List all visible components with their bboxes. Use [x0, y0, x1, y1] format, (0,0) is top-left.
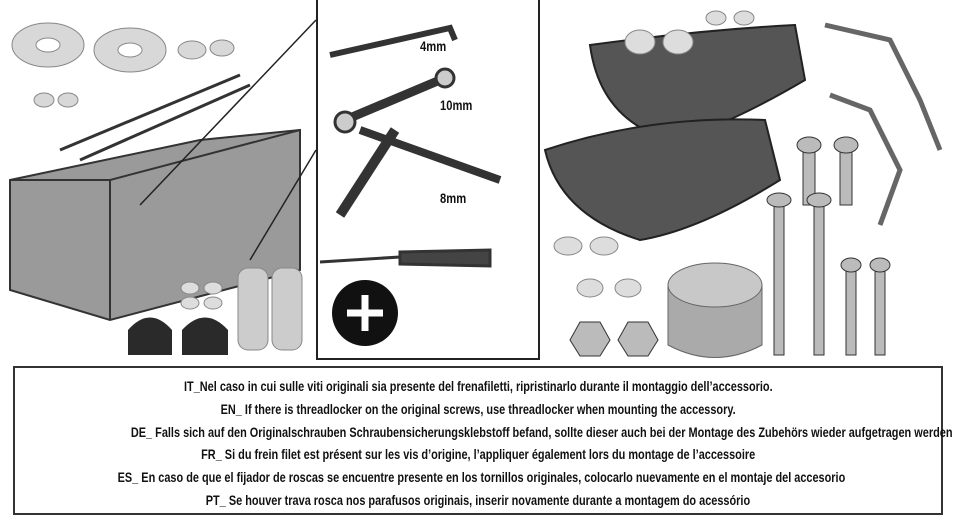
note-de: DE_ Falls sich auf den Originalschrauben…: [130, 423, 953, 440]
wrench-size-label: 10mm: [440, 97, 473, 113]
threadlocker-notes: IT_Nel caso in cui sulle viti originali …: [13, 366, 952, 515]
cap-nuts: [128, 317, 228, 355]
rubber-spacer: [667, 262, 763, 358]
note-fr: FR_ Si du frein filet est présent sur le…: [200, 446, 756, 463]
note-pt: PT_ Se houver trava rosca nos parafusos …: [205, 491, 751, 508]
bolts: [766, 136, 891, 356]
washers-large: [11, 22, 235, 108]
tools-inset: [316, 0, 540, 360]
phillips-icon: [332, 280, 398, 346]
socket-wrench-size-label: 8mm: [440, 190, 467, 206]
hex-key-size-label: 4mm: [420, 38, 447, 54]
mounting-brackets: [824, 22, 943, 226]
small-washers: [180, 281, 223, 310]
parts-illustration: [9, 10, 943, 358]
note-en: EN_ If there is threadlocker on the orig…: [220, 400, 736, 417]
toolbox-icon: [9, 73, 301, 322]
note-it: IT_Nel caso in cui sulle viti originali …: [183, 378, 773, 394]
washers-right: [553, 10, 755, 298]
tools: [319, 24, 502, 268]
spacers: [237, 267, 303, 351]
flange-nuts: [569, 321, 659, 357]
note-es: ES_ En caso de que el fijador de roscas …: [117, 469, 846, 486]
handguards: [543, 23, 807, 242]
